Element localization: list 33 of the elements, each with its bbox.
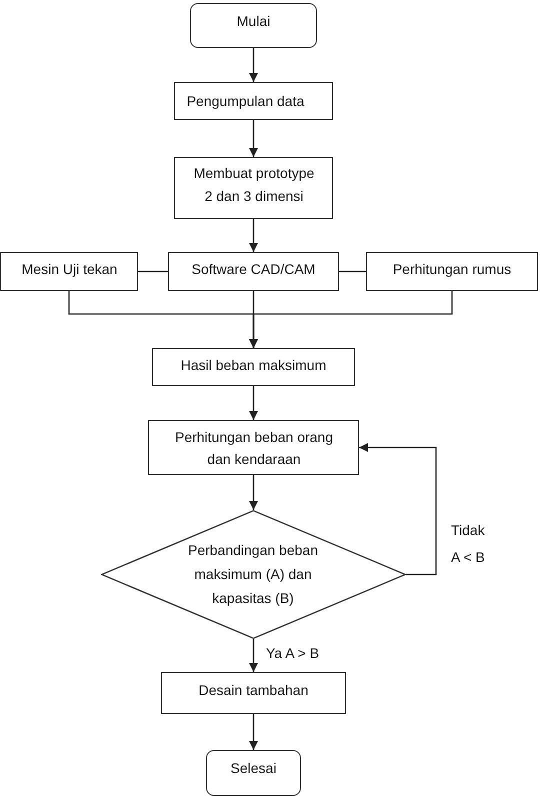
step-text: Hasil beban maksimum — [180, 356, 327, 375]
arrow — [249, 475, 258, 510]
step-text: Perhitungan beban orang dan kendaraan — [174, 428, 334, 469]
arrow — [359, 443, 437, 576]
arrow — [249, 48, 258, 82]
terminal-box — [190, 3, 317, 48]
connector-line — [339, 270, 366, 272]
connector-line — [138, 270, 168, 272]
process-box — [168, 252, 339, 291]
process-box — [0, 252, 138, 291]
arrow — [249, 291, 453, 348]
arrow — [249, 386, 258, 420]
step-text: Software CAD/CAM — [191, 260, 316, 279]
arrow — [249, 639, 258, 672]
process-box — [174, 82, 333, 120]
arrow — [249, 714, 258, 750]
process-box — [366, 252, 538, 291]
process-box — [174, 157, 333, 219]
step-text: Perbandingan beban maksimum (A) dan kapasitas (B) — [187, 541, 319, 608]
step-text: Pengumpulan data — [186, 92, 305, 111]
step-text: Perhitungan rumus — [392, 260, 512, 279]
process-box — [161, 672, 346, 714]
process-box — [152, 348, 355, 386]
arrow — [249, 120, 258, 157]
process-box — [148, 420, 359, 475]
step-text: Mulai — [236, 12, 271, 31]
step-text: Mesin Uji tekan — [21, 260, 118, 279]
step-text: Membuat prototype 2 dan 3 dimensi — [193, 164, 315, 206]
step-text: Desain tambahan — [198, 681, 309, 700]
terminal-box — [206, 750, 301, 796]
arrow — [249, 219, 258, 252]
step-text: Selesai — [230, 759, 277, 778]
decision-diamond — [101, 510, 406, 639]
